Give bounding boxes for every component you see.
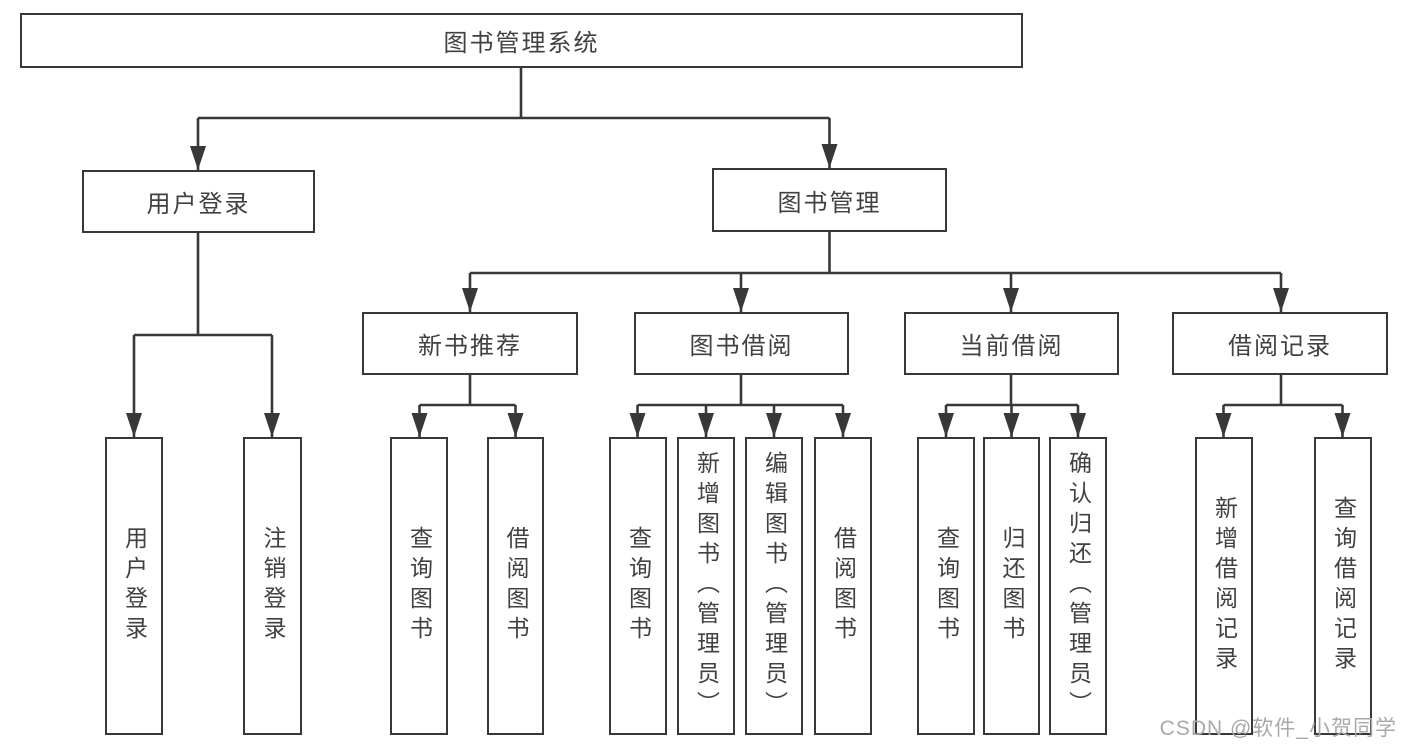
leaf-borrow-books-1: 借阅图书 xyxy=(487,437,544,735)
node-library-management-system: 图书管理系统 xyxy=(20,13,1023,68)
leaf-add-book-admin: 新增图书（管理员） xyxy=(677,437,735,735)
leaf-query-borrow-record: 查询借阅记录 xyxy=(1314,437,1372,735)
leaf-edit-book-admin: 编辑图书（管理员） xyxy=(745,437,803,735)
node-label: 当前借阅 xyxy=(959,333,1064,360)
book-borrowing-connector xyxy=(637,375,843,407)
node-label: 图书管理系统 xyxy=(443,30,600,57)
node-current-borrowing: 当前借阅 xyxy=(904,312,1119,375)
leaf-query-books-1: 查询图书 xyxy=(390,437,448,735)
node-label: 查询借阅记录 xyxy=(1330,496,1357,676)
book-management-connector xyxy=(470,232,1281,275)
node-label: 借阅记录 xyxy=(1228,333,1332,360)
node-borrowing-records: 借阅记录 xyxy=(1172,312,1388,375)
node-label: 图书管理 xyxy=(777,189,882,217)
node-label: 注销登录 xyxy=(260,526,286,646)
node-label: 新增借阅记录 xyxy=(1211,496,1238,676)
leaf-logout: 注销登录 xyxy=(243,437,302,735)
node-label: 查询图书 xyxy=(406,526,433,646)
node-label: 编辑图书（管理员） xyxy=(761,451,788,721)
leaf-query-books-2: 查询图书 xyxy=(609,437,667,735)
node-label: 新书推荐 xyxy=(418,333,522,360)
current-borrowing-connector xyxy=(946,375,1078,407)
node-label: 新增图书（管理员） xyxy=(693,451,720,721)
watermark: CSDN @软件_小贺同学 xyxy=(1159,717,1397,740)
node-label: 确认归还（管理员） xyxy=(1065,451,1092,721)
leaf-borrow-books-2: 借阅图书 xyxy=(814,437,872,735)
node-label: 图书借阅 xyxy=(689,333,794,360)
borrowing-records-connector xyxy=(1223,375,1343,407)
node-label: 查询图书 xyxy=(933,526,960,646)
leaf-query-books-3: 查询图书 xyxy=(917,437,975,735)
node-new-book-recommendation: 新书推荐 xyxy=(362,312,578,375)
node-label: 借阅图书 xyxy=(830,526,857,646)
leaf-confirm-return-admin: 确认归还（管理员） xyxy=(1049,437,1107,735)
node-label: 借阅图书 xyxy=(503,526,529,646)
leaf-add-borrow-record: 新增借阅记录 xyxy=(1195,437,1253,735)
new-book-recommendation-connector xyxy=(419,375,516,407)
node-label: 用户登录 xyxy=(121,526,148,646)
user-login-connector xyxy=(134,233,272,337)
root-connector xyxy=(198,68,830,120)
node-label: 查询图书 xyxy=(625,526,652,646)
node-label: 归还图书 xyxy=(999,526,1025,646)
leaf-return-books: 归还图书 xyxy=(983,437,1040,735)
node-user-login: 用户登录 xyxy=(82,170,315,233)
node-label: 用户登录 xyxy=(146,191,251,218)
node-book-management: 图书管理 xyxy=(712,168,947,232)
leaf-user-login: 用户登录 xyxy=(105,437,163,735)
node-book-borrowing: 图书借阅 xyxy=(634,312,849,375)
